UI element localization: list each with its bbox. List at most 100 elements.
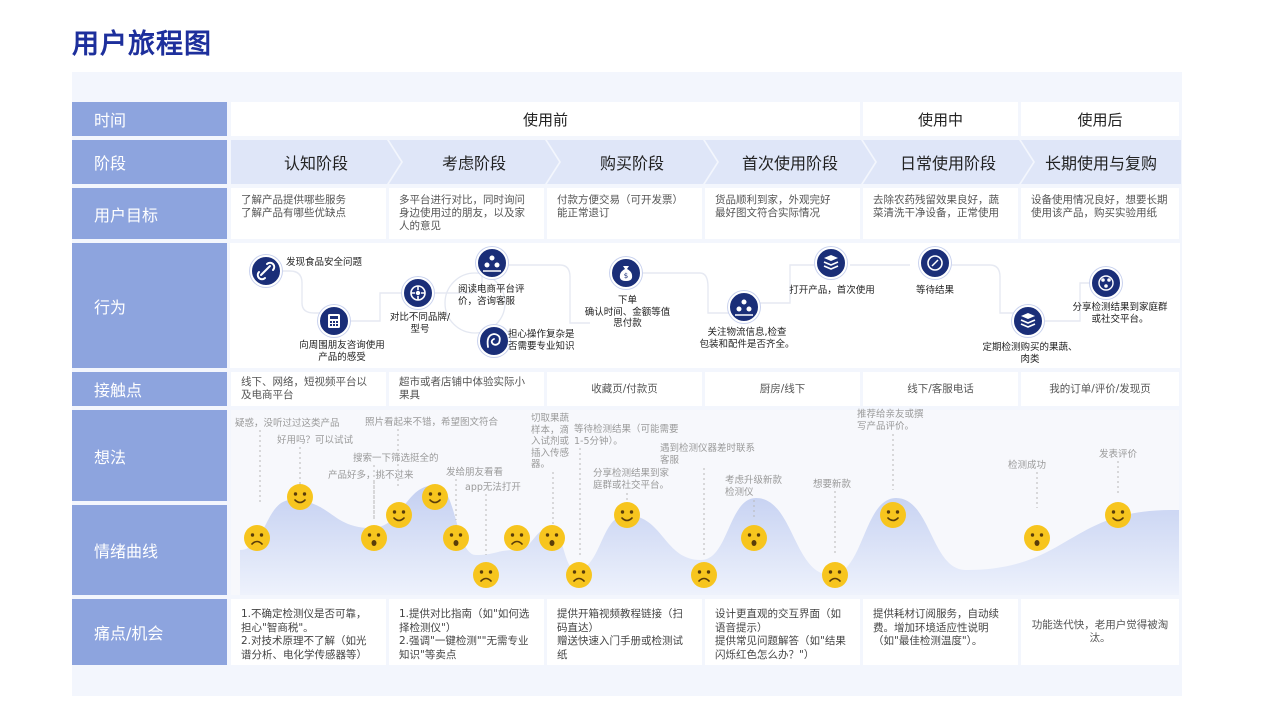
emotion-face-sad <box>820 560 850 594</box>
thought-text: app无法打开 <box>465 482 521 493</box>
thought-text: 分享检测结果到家 庭群或社交平台。 <box>593 468 670 491</box>
thought-text: 想要新款 <box>813 479 852 490</box>
stage-label: 日常使用阶段 <box>899 154 996 173</box>
time-header-after: 使用后 <box>1021 102 1179 136</box>
emotion-face-happy <box>384 500 414 534</box>
stage-label: 考虑阶段 <box>441 154 506 173</box>
stage-label: 认知阶段 <box>283 154 348 173</box>
action-label: 阅读电商平台评 价，咨询客服 <box>458 284 525 307</box>
emotion-face-worried <box>537 523 567 557</box>
pain-cell: 功能迭代快，老用户觉得被淘汰。 <box>1021 599 1179 665</box>
thought-text: 发给朋友看看 <box>446 467 504 478</box>
emotion-face-sad <box>689 560 719 594</box>
emotion-face-sad <box>471 560 501 594</box>
emotion-face-sad <box>502 523 532 557</box>
row-label-stage: 阶段 <box>72 140 227 184</box>
touchpoint-cell: 我的订单/评价/发现页 <box>1021 372 1179 406</box>
pain-cell: 提供开箱视频教程链接（扫码直达） 赠送快速入门手册或检测试纸 <box>547 599 702 665</box>
time-header-during: 使用中 <box>863 102 1018 136</box>
pain-cell: 设计更直观的交互界面（如语音提示） 提供常见问题解答（如"结果闪烁红色怎么办？"… <box>705 599 860 665</box>
emotion-face-worried <box>739 523 769 557</box>
action-label: 对比不同品牌/ 型号 <box>389 312 451 335</box>
emotion-face-sad <box>242 523 272 557</box>
pain-cell: 1.不确定检测仪是否可靠，担心"智商税"。 2.对技术原理不了解（如光谱分析、电… <box>231 599 386 665</box>
thought-text: 遇到检测仪器差时联系 客服 <box>660 443 756 466</box>
action-label: 定期检测购买的果蔬、 肉类 <box>982 342 1078 365</box>
share-icon <box>1090 267 1122 299</box>
thought-text: 检测成功 <box>1008 460 1047 471</box>
emotion-face-worried <box>441 523 471 557</box>
pain-cell: 1.提供对比指南（如"如何选择检测仪"） 2.强调"一键检测""无需专业知识"等… <box>389 599 544 665</box>
emotion-curve <box>240 485 1179 595</box>
emotion-area <box>240 485 1179 595</box>
row-label-thought: 想法 <box>72 410 227 501</box>
thought-text: 等待检测结果（可能需要 1-5分钟）。 <box>574 424 679 447</box>
action-label: 向周围朋友咨询使用 产品的感受 <box>299 340 385 363</box>
touchpoint-cell: 线下、网络，短视频平台以及电商平台 <box>231 372 386 406</box>
stage-chevron: 长期使用与复购 <box>1021 140 1181 184</box>
stage-chevron: 认知阶段 <box>231 140 401 184</box>
emotion-face-happy <box>285 482 315 516</box>
action-area: 发现食品安全问题向周围朋友咨询使用 产品的感受对比不同品牌/ 型号阅读电商平台评… <box>230 243 1180 368</box>
action-label: 下单 确认时间、金额等值 思付款 <box>584 295 671 329</box>
goal-cell: 了解产品提供哪些服务 了解产品有哪些优缺点 <box>231 188 386 239</box>
money-bag-icon: $ <box>610 257 642 289</box>
calculator-icon <box>318 305 350 337</box>
stage-chevron: 购买阶段 <box>547 140 717 184</box>
row-label-action: 行为 <box>72 243 227 368</box>
row-label-pain: 痛点/机会 <box>72 599 227 665</box>
stage-chevron: 首次使用阶段 <box>705 140 875 184</box>
touchpoint-cell: 收藏页/付款页 <box>547 372 702 406</box>
people-icon <box>476 247 508 279</box>
action-label: 关注物流信息,检查 包装和配件是否齐全。 <box>699 327 795 350</box>
compass-icon <box>919 247 951 279</box>
emotion-face-happy <box>1103 500 1133 534</box>
row-label-time: 时间 <box>72 102 227 136</box>
stage-label: 长期使用与复购 <box>1044 154 1157 173</box>
goal-cell: 多平台进行对比，同时询问身边使用过的朋友，以及家人的意见 <box>389 188 544 239</box>
emotion-face-happy <box>420 482 450 516</box>
compare-icon <box>402 277 434 309</box>
time-header-before: 使用前 <box>231 102 860 136</box>
stage-label: 购买阶段 <box>599 154 664 173</box>
goal-cell: 设备使用情况良好，想要长期使用该产品，购买实验用纸 <box>1021 188 1179 239</box>
thought-text: 推荐给亲友或撰 写产品评价。 <box>857 409 924 432</box>
touchpoint-cell: 线下/客服电话 <box>863 372 1018 406</box>
link-icon <box>250 255 282 287</box>
thought-text: 好用吗？可以试试 <box>277 435 354 446</box>
stack-icon <box>1012 305 1044 337</box>
goal-cell: 货品顺利到家，外观完好 最好图文符合实际情况 <box>705 188 860 239</box>
goal-cell: 去除农药残留效果良好，蔬菜清洗干净设备，正常使用 <box>863 188 1018 239</box>
action-label: 打开产品，首次使用 <box>789 285 875 296</box>
thought-text: 考虑升级新款 检测仪 <box>725 475 783 498</box>
thought-text: 照片看起来不错，希望图文符合 <box>365 417 499 428</box>
svg-text:$: $ <box>624 272 628 280</box>
stage-chevron: 日常使用阶段 <box>863 140 1033 184</box>
thought-text: 搜索一下筛选挺全的 <box>353 453 439 464</box>
action-label: 分享检测结果到家庭群 或社交平台。 <box>1072 302 1168 325</box>
emotion-face-happy <box>878 500 908 534</box>
goal-cell: 付款方便交易（可开发票） 能正常退订 <box>547 188 702 239</box>
thought-text: 疑惑，没听过过这类产品 <box>235 418 340 429</box>
touchpoint-cell: 超市或者店铺中体验实际小果具 <box>389 372 544 406</box>
action-label: 发现食品安全问题 <box>286 257 363 268</box>
people-icon <box>728 291 760 323</box>
action-label: 等待结果 <box>915 285 954 296</box>
pain-cell: 提供耗材订阅服务，自动续费。增加环境适应性说明（如"最佳检测温度"）。 <box>863 599 1018 665</box>
emotion-face-worried <box>359 523 389 557</box>
row-label-touchpoint: 接触点 <box>72 372 227 406</box>
page-title: 用户旅程图 <box>72 29 212 60</box>
emotion-face-sad <box>564 560 594 594</box>
thought-text: 产品好多，挑不过来 <box>328 470 414 481</box>
action-label: 担心操作复杂是 否需要专业知识 <box>508 329 575 352</box>
worry-icon <box>478 325 510 357</box>
action-connectors <box>266 264 1090 334</box>
emotion-face-worried <box>1022 523 1052 557</box>
stack-icon <box>815 247 847 279</box>
row-label-goal: 用户目标 <box>72 188 227 239</box>
thought-text: 切取果蔬 样本，滴 入试剂或 插入传感 器。 <box>531 413 570 470</box>
emotion-face-happy <box>612 500 642 534</box>
stage-chevron: 考虑阶段 <box>389 140 559 184</box>
touchpoint-cell: 厨房/线下 <box>705 372 860 406</box>
stage-label: 首次使用阶段 <box>741 154 838 173</box>
